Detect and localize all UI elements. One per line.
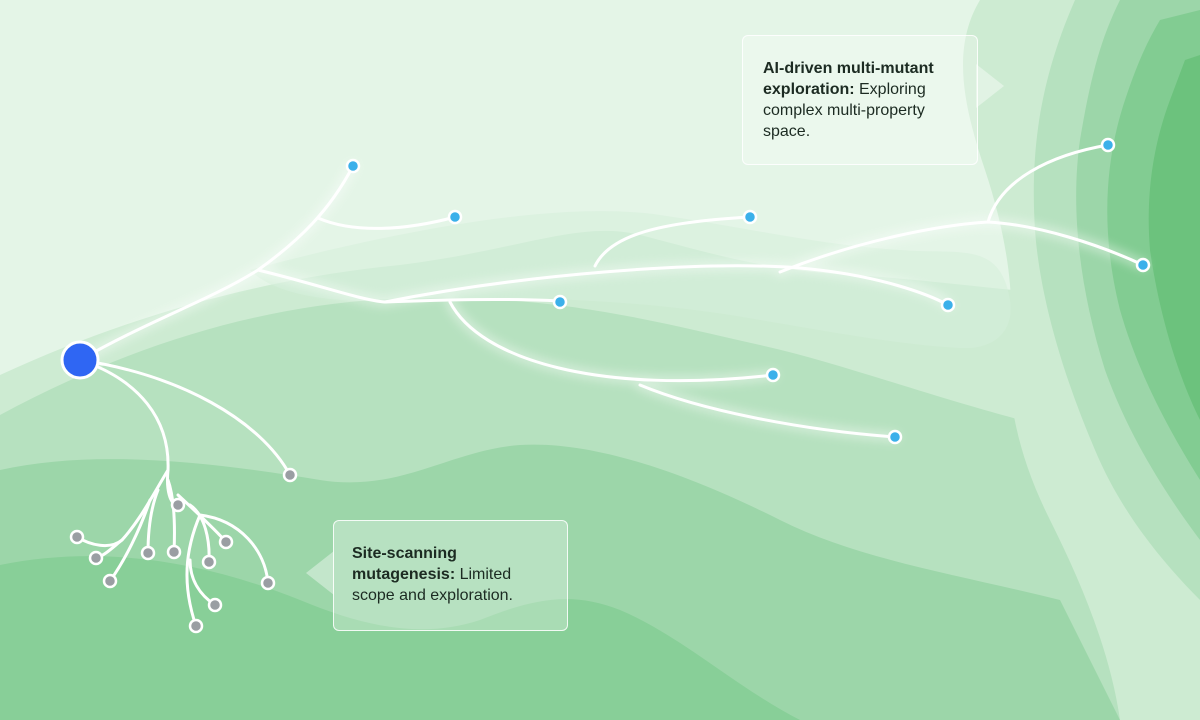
- branch-cluster-stem: [78, 358, 180, 507]
- branch-main: [256, 268, 387, 304]
- node-explored: [1100, 137, 1116, 153]
- node-limited: [69, 529, 85, 545]
- branch-c9: [185, 513, 202, 628]
- node-limited: [188, 618, 204, 634]
- branch-750: [593, 215, 752, 268]
- node-limited: [88, 550, 104, 566]
- branch-trunk-upper: [78, 164, 355, 362]
- node-explored: [887, 429, 903, 445]
- node-limited: [170, 497, 186, 513]
- node-limited: [218, 534, 234, 550]
- explored-nodes: [345, 137, 1151, 445]
- landscape-contour-4: [0, 556, 800, 720]
- branch-lower-mid: [448, 300, 775, 383]
- branch-895: [638, 383, 897, 439]
- branch-to-560: [383, 297, 562, 304]
- branch-short-top: [316, 215, 457, 230]
- node-explored: [1135, 257, 1151, 273]
- node-explored: [552, 294, 568, 310]
- branch-c8: [198, 513, 270, 585]
- node-explored: [447, 209, 463, 225]
- node-explored: [940, 297, 956, 313]
- limited-nodes: [69, 467, 298, 634]
- node-limited: [207, 597, 223, 613]
- branch-glow: [75, 161, 1148, 442]
- node-limited: [140, 545, 156, 561]
- callout-ai-exploration: AI-driven multi-mutant exploration: Expl…: [742, 35, 978, 165]
- landscape-highlight: [250, 211, 1011, 349]
- node-limited: [102, 573, 118, 589]
- callout-site-scanning: Site-scanning mutagenesis: Limited scope…: [333, 520, 568, 631]
- node-limited: [166, 544, 182, 560]
- node-limited: [282, 467, 298, 483]
- callout-ai-title: AI-driven multi-mutant exploration:: [763, 60, 934, 98]
- branch-long: [383, 264, 950, 307]
- branch-1108: [986, 143, 1110, 224]
- node-explored: [765, 367, 781, 383]
- node-explored: [345, 158, 361, 174]
- callout-ai-pointer: [976, 64, 1004, 108]
- node-limited: [260, 575, 276, 591]
- node-explored: [742, 209, 758, 225]
- node-limited: [201, 554, 217, 570]
- branch-c1: [75, 468, 170, 548]
- callout-site-title: Site-scanning mutagenesis:: [352, 545, 457, 583]
- landscape-peak-5: [1148, 55, 1200, 420]
- branch-c3: [108, 498, 152, 583]
- branches: [75, 143, 1145, 628]
- root-node: [60, 340, 100, 380]
- branch-to-290: [78, 358, 292, 477]
- callout-site-text: Limited scope and exploration.: [352, 566, 513, 604]
- callout-site-pointer: [306, 551, 334, 595]
- callout-ai-text: Exploring complex multi-property space.: [763, 81, 926, 140]
